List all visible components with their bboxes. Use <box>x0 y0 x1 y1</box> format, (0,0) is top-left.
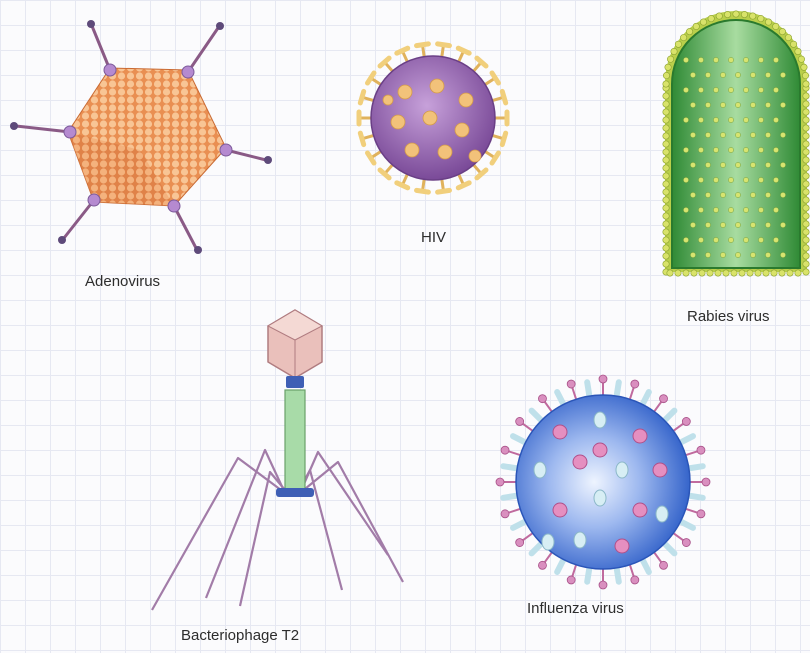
label-adenovirus: Adenovirus <box>85 273 160 290</box>
adenovirus-figure <box>10 20 272 254</box>
rabies-figure <box>663 11 809 276</box>
phage-tail-fibers <box>152 450 403 610</box>
rabies-envelope <box>672 20 800 268</box>
label-hiv: HIV <box>421 229 446 246</box>
phage-baseplate <box>276 488 314 497</box>
hiv-figure <box>359 44 507 192</box>
phage-tail-sheath <box>285 390 305 490</box>
label-bacteriophage-t2: Bacteriophage T2 <box>181 627 299 644</box>
label-rabies-virus: Rabies virus <box>687 308 770 325</box>
label-influenza-virus: Influenza virus <box>527 600 624 617</box>
influenza-figure <box>496 375 710 589</box>
bacteriophage-figure <box>152 310 403 610</box>
phage-collar <box>286 376 304 388</box>
